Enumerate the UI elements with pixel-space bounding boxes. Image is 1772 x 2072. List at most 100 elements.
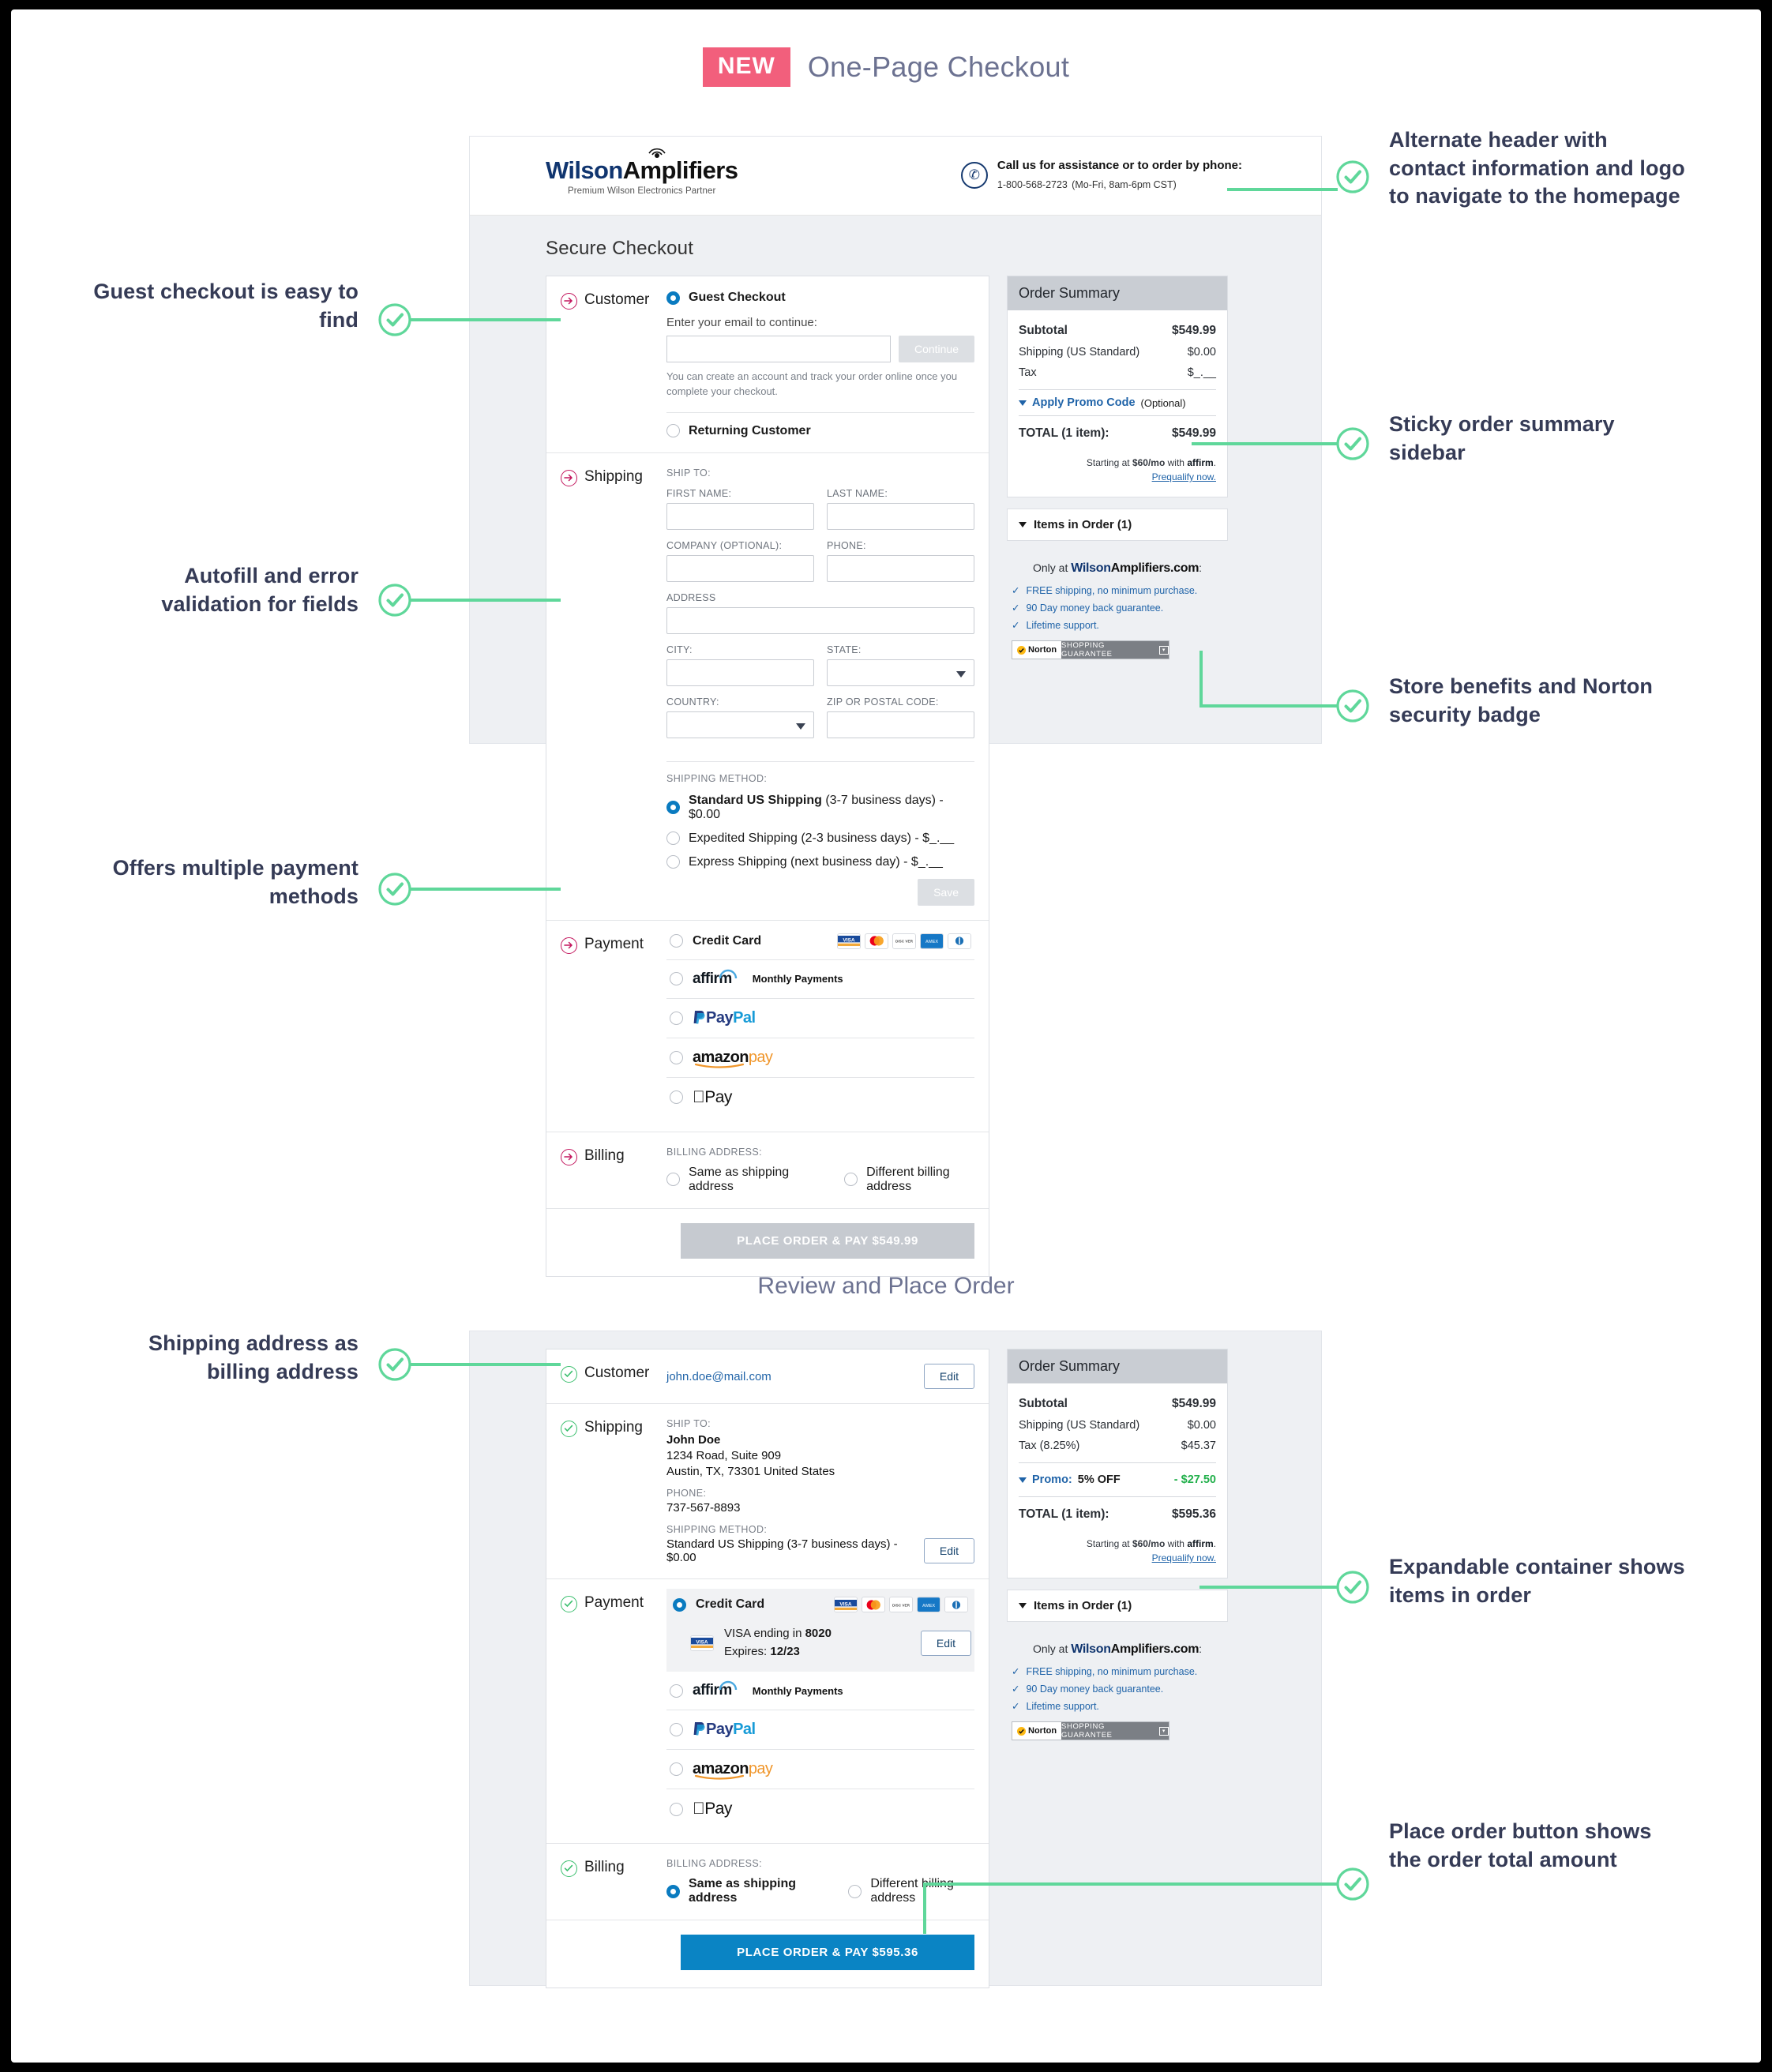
shipping-option-label: Standard US Shipping (3-7 business days)… [689,793,944,821]
field-zip: ZIP OR POSTAL CODE: [827,696,974,738]
shipping-method-label: SHIPPING METHOD: [666,772,768,784]
save-button[interactable]: Save [918,878,974,906]
field-label: ZIP OR POSTAL CODE: [827,696,939,708]
radio-billing-different[interactable]: Different billing address [844,1166,974,1194]
payment-option-amazon-pay[interactable]: amazonpay [666,1750,974,1789]
shipping-method-label: SHIPPING METHOD: [666,1524,768,1535]
affirm-arc-icon [719,1680,737,1691]
payment-option-apple-pay[interactable]: Pay [666,1078,974,1117]
address-input[interactable] [666,606,974,634]
state-select[interactable] [827,659,974,686]
place-order-button[interactable]: PLACE ORDER & PAY $549.99 [681,1222,974,1259]
payment-option-amazon-pay[interactable]: amazonpay [666,1038,974,1078]
radio-shipping-expedited[interactable]: Expedited Shipping (2-3 business days) -… [666,831,974,846]
returning-customer-label: Returning Customer [689,423,811,437]
promo-toggle[interactable]: Promo: 5% OFF [1019,1473,1121,1486]
summary-row-subtotal: Subtotal $549.99 [1019,320,1216,342]
radio-icon [670,1684,683,1698]
radio-icon [666,291,680,305]
edit-payment-button[interactable]: Edit [920,1630,971,1656]
annotation-sticky-summary: Sticky order summary sidebar [1389,412,1615,464]
radio-shipping-standard[interactable]: Standard US Shipping (3-7 business days)… [666,794,974,822]
amazon-pay-logo: amazonpay [693,1049,773,1068]
phone-contact[interactable]: ✆ Call us for assistance or to order by … [960,158,1242,194]
row-value: $549.99 [1171,1397,1216,1410]
logo[interactable]: WilsonAmplifiers Premium Wilson Electron… [546,148,738,196]
prequalify-link[interactable]: Prequalify now. [1151,471,1216,482]
city-input[interactable] [666,659,814,686]
payment-option-paypal[interactable]: PayPal [666,999,974,1038]
field-label: COUNTRY: [666,696,719,708]
radio-icon [670,1090,683,1105]
edit-shipping-button[interactable]: Edit [923,1538,974,1563]
row-value: $45.37 [1181,1440,1216,1452]
section-payment-label: Payment [584,935,644,952]
benefit-item: ✓Lifetime support. [1012,620,1099,631]
field-label: CITY: [666,644,693,655]
saved-card-details: VISA ending in 8020 Expires: 12/23 [724,1627,832,1658]
apply-promo-code-link[interactable]: Apply Promo Code (Optional) [1019,396,1216,409]
zip-input[interactable] [827,711,974,738]
promo-link-label: Apply Promo Code [1032,396,1136,409]
edit-customer-button[interactable]: Edit [923,1364,974,1389]
row-label: Subtotal [1019,1397,1068,1410]
field-company: COMPANY (OPTIONAL): [666,540,814,582]
norton-security-badge[interactable]: Norton SHOPPING GUARANTEE▾ [1012,640,1169,659]
phone-number[interactable]: 1-800-568-2723 (Mo-Fri, 8am-6pm CST) [997,178,1177,190]
svg-text:AMEX: AMEX [925,940,938,944]
radio-billing-same[interactable]: Same as shipping address [666,1166,811,1194]
paypal-icon [693,1722,705,1736]
payment-option-paypal[interactable]: PayPal [666,1710,974,1750]
section-customer-label: Customer [584,1364,650,1381]
payment-option-credit-card[interactable]: Credit Card VISA DISC VER AMEX [666,1589,974,1620]
radio-billing-different[interactable]: Different billing address [848,1877,974,1905]
arrow-circle-icon [561,1148,577,1166]
benefits-heading: Only at WilsonAmplifiers.com: [1032,561,1203,575]
radio-icon [670,1050,683,1064]
items-in-order-toggle[interactable]: Items in Order (1) [1007,509,1228,541]
payment-option-credit-card[interactable]: Credit Card VISA DISC VER AMEX [666,930,974,960]
check-icon: ✓ [1012,585,1020,596]
divider [1019,415,1216,416]
amex-icon: AMEX [917,1597,940,1612]
check-circle-icon [1335,426,1370,461]
radio-returning-customer[interactable]: Returning Customer [666,424,974,438]
customer-email: john.doe@mail.com [666,1369,771,1383]
company-input[interactable] [666,554,814,582]
payment-option-affirm[interactable]: affirm Monthly Payments [666,960,974,999]
norton-security-badge[interactable]: Norton SHOPPING GUARANTEE▾ [1012,1721,1169,1740]
items-in-order-toggle[interactable]: Items in Order (1) [1007,1590,1228,1622]
field-first-name: FIRST NAME: [666,488,814,530]
payment-option-apple-pay[interactable]: Pay [666,1789,974,1829]
order-summary-title: Order Summary [1008,1349,1227,1383]
row-label: Tax [1019,366,1037,379]
summary-row-subtotal: Subtotal $549.99 [1019,1393,1216,1415]
ship-to-address-2: Austin, TX, 73301 United States [666,1465,835,1478]
logo-text: WilsonAmplifiers [546,156,738,184]
field-label: FIRST NAME: [666,487,732,499]
country-select[interactable] [666,711,814,738]
summary-row-promo[interactable]: Promo: 5% OFF - $27.50 [1019,1470,1216,1490]
continue-button[interactable]: Continue [898,336,974,362]
benefit-item: ✓Lifetime support. [1012,1701,1099,1712]
last-name-input[interactable] [827,502,974,530]
place-order-button[interactable]: PLACE ORDER & PAY $595.36 [681,1935,974,1970]
prequalify-link[interactable]: Prequalify now. [1151,1552,1216,1563]
email-input[interactable] [666,336,891,362]
radio-shipping-express[interactable]: Express Shipping (next business day) - $… [666,855,974,869]
payment-option-affirm[interactable]: affirm Monthly Payments [666,1672,974,1710]
divider [666,760,974,762]
radio-icon [666,855,680,869]
row-label: Subtotal [1019,324,1068,337]
amazon-pay-logo: amazonpay [693,1760,773,1780]
section-shipping: Shipping SHIP TO: FIRST NAME: LAST NAME: [546,453,989,921]
phone-input[interactable] [827,554,974,582]
check-icon: ✓ [1012,620,1020,631]
radio-guest-checkout[interactable]: Guest Checkout [666,291,974,305]
apple-pay-logo: Pay [693,1087,732,1106]
poster-title-text: One-Page Checkout [807,51,1070,83]
field-city: CITY: [666,644,814,686]
first-name-input[interactable] [666,502,814,530]
radio-billing-same[interactable]: Same as shipping address [666,1877,815,1905]
check-circle-icon [377,302,412,337]
